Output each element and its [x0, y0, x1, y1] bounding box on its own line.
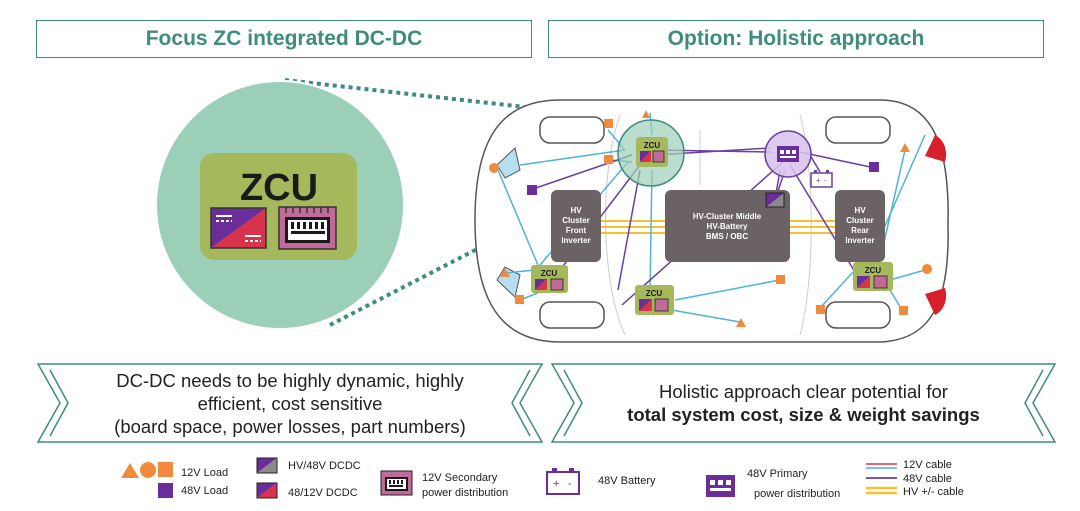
headlight-left: [496, 147, 521, 179]
wheel-rear-right: [825, 301, 891, 329]
svg-text:BMS / OBC: BMS / OBC: [706, 232, 748, 241]
hv-cluster-front: [551, 190, 601, 262]
svg-text:HV: HV: [854, 206, 866, 215]
legend-square-icon: [158, 462, 173, 477]
svg-text:ZCU: ZCU: [646, 289, 663, 298]
svg-text:Inverter: Inverter: [845, 236, 874, 245]
legend-48-12v-dcdc-label: 48/12V DCDC: [288, 487, 358, 499]
legend-primary-distribution-icon: [706, 475, 735, 497]
hv-cluster-middle: [665, 190, 790, 262]
legend-primary-label-2: power distribution: [754, 488, 841, 500]
legend-12v-cable-label: 12V cable: [903, 459, 952, 471]
legend-48v-battery-icon: + -: [546, 468, 580, 495]
svg-text:ZCU: ZCU: [644, 141, 661, 150]
legend-secondary-label-2: power distribution: [422, 487, 509, 499]
legend-48v-cable-label: 48V cable: [903, 473, 952, 485]
legend-12v-load-label: 12V Load: [181, 467, 229, 479]
legend-48v-load-label: 48V Load: [181, 485, 229, 497]
wheel-rear-left: [825, 116, 891, 144]
svg-text:-: -: [568, 478, 572, 490]
wheel-front-left: [539, 116, 605, 144]
legend-48v-load-icon: [158, 483, 173, 498]
zoom-secondary-distribution-icon: [278, 206, 337, 250]
dcdc-requirements-line3: (board space, power losses, part numbers…: [114, 415, 466, 437]
loads-48v: [527, 162, 879, 195]
svg-text:HV-Cluster Middle: HV-Cluster Middle: [693, 212, 762, 221]
zcu-middle: ZCU: [635, 285, 674, 315]
zcu-front-top: ZCU: [636, 137, 668, 167]
legend-hv-cable-icon: [866, 486, 897, 495]
legend-hv-cable-label: HV +/- cable: [903, 486, 964, 498]
legend-secondary-label-1: 12V Secondary: [422, 472, 498, 484]
svg-text:+: +: [553, 478, 559, 490]
svg-text:Cluster: Cluster: [846, 216, 874, 225]
legend-48-12v-dcdc-icon: [256, 482, 278, 499]
taillight-right: [925, 288, 947, 315]
taillight-left: [925, 135, 947, 162]
legend-hv-48v-dcdc-label: HV/48V DCDC: [288, 460, 361, 472]
zoom-dcdc-icon: [210, 207, 267, 249]
svg-text:HV-Battery: HV-Battery: [707, 222, 748, 231]
holistic-potential-line2: total system cost, size & weight savings: [627, 404, 980, 425]
loads-12v: [489, 110, 932, 327]
zonal-architecture-diagram: ZCU: [155, 78, 949, 343]
svg-text:-: -: [824, 176, 827, 185]
legend-48v-battery-label: 48V Battery: [598, 475, 656, 487]
legend-hv-48v-dcdc-icon: [256, 457, 278, 474]
svg-text:Cluster: Cluster: [562, 216, 590, 225]
svg-text:ZCU: ZCU: [865, 266, 882, 275]
dcdc-requirements-box: DC-DC needs to be highly dynamic, highly…: [36, 362, 544, 444]
legend-symbols: + -: [121, 457, 897, 499]
zoom-zcu-label: ZCU: [240, 167, 318, 209]
holistic-header: Option: Holistic approach: [548, 20, 1044, 58]
focus-header: Focus ZC integrated DC-DC: [36, 20, 532, 58]
hv-cluster-rear: [835, 190, 885, 262]
legend-circle-icon: [140, 462, 156, 478]
svg-text:HV: HV: [570, 206, 582, 215]
wheel-front-right: [539, 301, 605, 329]
svg-text:+: +: [816, 176, 821, 185]
legend-secondary-distribution-icon: [380, 470, 413, 496]
legend-triangle-icon: [121, 463, 139, 478]
zcu-rear: ZCU: [853, 262, 893, 291]
svg-text:Inverter: Inverter: [561, 236, 590, 245]
dcdc-requirements-line2: efficient, cost sensitive: [197, 392, 383, 414]
holistic-potential-line1: Holistic approach clear potential for: [659, 381, 948, 402]
holistic-potential-box: Holistic approach clear potential for to…: [550, 362, 1057, 444]
car-48v-battery-icon: + -: [810, 170, 833, 188]
dcdc-requirements-line1: DC-DC needs to be highly dynamic, highly: [116, 369, 464, 391]
svg-text:Rear: Rear: [851, 226, 869, 235]
hv-48v-dcdc-icon: [765, 192, 785, 208]
legend-primary-label-1: 48V Primary: [747, 468, 808, 480]
zcu-front-bottom: ZCU: [531, 265, 568, 293]
svg-text:ZCU: ZCU: [541, 269, 558, 278]
svg-text:Front: Front: [566, 226, 587, 235]
legend-12v-cable-icon: [866, 463, 897, 469]
